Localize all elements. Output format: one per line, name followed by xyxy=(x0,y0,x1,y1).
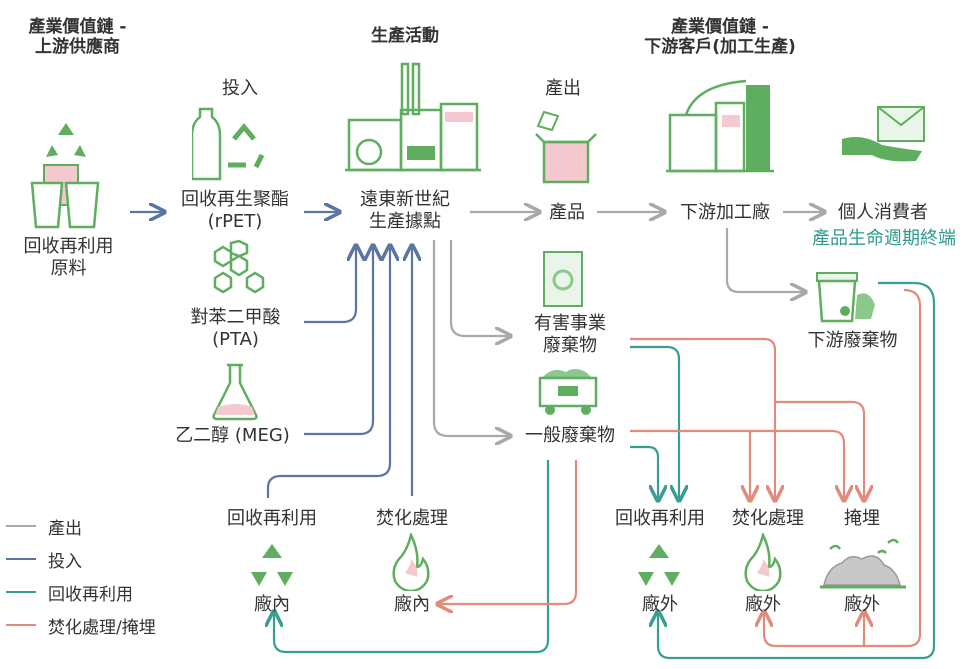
off-site-recycle-title: 回收再利用 xyxy=(615,508,705,529)
landfill-icon xyxy=(820,538,906,589)
header-production: 生產活動 xyxy=(371,26,439,46)
off-site-landfill-title: 掩埋 xyxy=(844,508,880,529)
recycle-icon xyxy=(251,544,293,586)
node-meg: 乙二醇 (MEG) xyxy=(175,425,290,446)
trash-bin-icon xyxy=(816,272,875,323)
node-rpet: 回收再生聚酯 (rPET) xyxy=(181,189,289,232)
node-pta: 對苯二甲酸 (PTA) xyxy=(190,307,281,350)
recycle-arrows xyxy=(274,281,936,660)
legend-line-input xyxy=(6,558,36,560)
in-plant-incinerate-title: 焚化處理 xyxy=(376,508,448,529)
output-arrows xyxy=(432,212,822,436)
legend-item-output: 產出 xyxy=(0,514,200,539)
legend-item-recycle: 回收再利用 xyxy=(0,580,200,605)
label-input: 投入 xyxy=(222,78,258,99)
node-site: 遠東新世紀 生產據點 xyxy=(360,189,450,232)
hand-envelope-icon xyxy=(842,106,925,162)
in-plant-recycle-place: 廠內 xyxy=(254,594,290,615)
flask-icon xyxy=(212,363,258,421)
legend-item-input: 投入 xyxy=(0,547,200,572)
recycle-icon xyxy=(638,544,680,586)
node-consumer: 個人消費者 xyxy=(838,202,928,223)
header-downstream: 產業價值鏈 - 下游客戶(加工生產) xyxy=(644,17,796,58)
legend-item-dispose: 焚化處理/掩埋 xyxy=(0,613,200,638)
legend-line-dispose xyxy=(6,624,36,626)
bottle-recycle-icon xyxy=(192,107,265,181)
node-raw-material: 回收再利用 原料 xyxy=(23,236,114,279)
legend-label-dispose: 焚化處理/掩埋 xyxy=(48,618,156,638)
node-downstream-factory: 下游加工廠 xyxy=(680,202,770,223)
legend-line-output xyxy=(6,525,36,527)
off-site-landfill-place: 廠外 xyxy=(844,594,880,615)
factory-icon xyxy=(345,62,481,172)
off-site-incinerate-title: 焚化處理 xyxy=(732,508,804,529)
legend-label-recycle: 回收再利用 xyxy=(48,585,133,605)
header-upstream: 產業價值鏈 - 上游供應商 xyxy=(28,17,127,58)
node-product: 產品 xyxy=(549,202,585,223)
biohazard-barrel-icon xyxy=(543,251,583,307)
dispose-arrows xyxy=(440,288,922,648)
node-hazardous-waste: 有害事業 廢棄物 xyxy=(534,313,606,356)
legend-label-output: 產出 xyxy=(48,519,82,539)
hexagon-molecule-icon xyxy=(213,240,265,294)
recycle-cups-icon xyxy=(30,123,100,229)
box-icon xyxy=(535,110,597,184)
node-downstream-waste: 下游廢棄物 xyxy=(807,330,898,351)
flame-icon xyxy=(392,533,430,591)
off-site-incinerate-place: 廠外 xyxy=(745,594,781,615)
label-output: 產出 xyxy=(545,78,581,99)
in-plant-recycle-title: 回收再利用 xyxy=(227,508,317,529)
input-arrows xyxy=(130,212,412,498)
node-end-of-life: 產品生命週期終端 xyxy=(812,228,956,249)
downstream-factory-icon xyxy=(666,79,774,173)
off-site-recycle-place: 廠外 xyxy=(642,594,678,615)
flame-icon xyxy=(744,533,782,591)
dumpster-icon xyxy=(538,369,598,415)
legend-line-recycle xyxy=(6,591,36,593)
legend-label-input: 投入 xyxy=(48,552,82,572)
in-plant-incinerate-place: 廠內 xyxy=(394,594,430,615)
node-general-waste: 一般廢棄物 xyxy=(525,425,615,446)
